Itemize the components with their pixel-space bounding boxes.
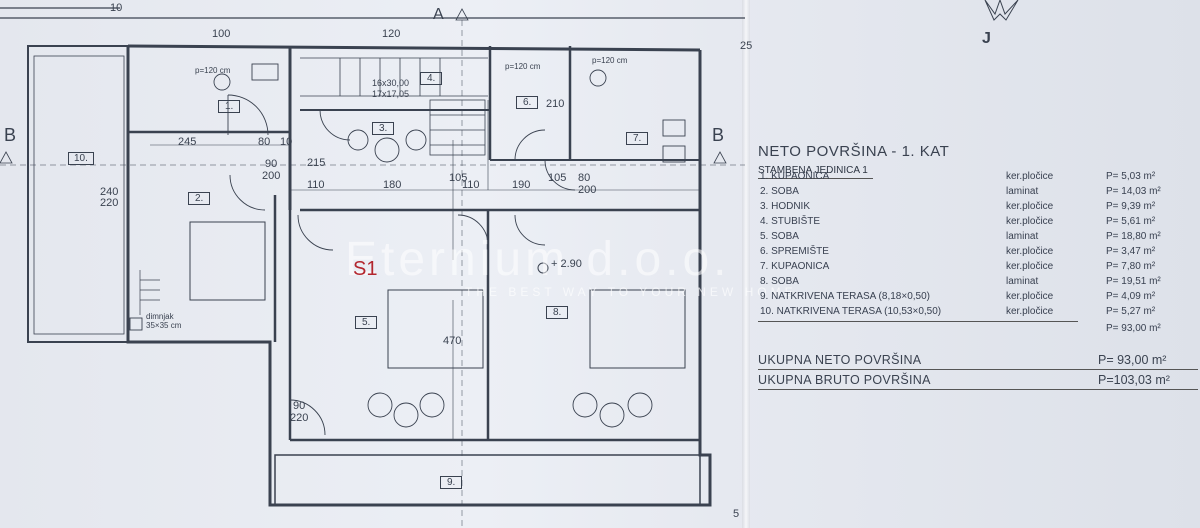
chimney-size: 35×35 cm (146, 321, 182, 330)
dim-200-door-2: 200 (262, 170, 281, 182)
north-label: J (982, 30, 991, 47)
shower-note-3: p=120 cm (592, 56, 628, 65)
dim-lines (150, 100, 700, 440)
room-7-label: 7. (626, 132, 649, 145)
dim-80-door: 80 (578, 172, 591, 184)
total-bruto-label: UKUPNA BRUTO POVRŠINA (758, 373, 931, 387)
bed-room2 (189, 221, 266, 301)
dim-220: 220 (100, 197, 119, 209)
total-bruto-value: P=103,03 m² (1098, 373, 1170, 387)
section-b-right-marker (713, 151, 727, 164)
room-3-label: 3. (372, 122, 395, 135)
shower-note-1: p=120 cm (195, 66, 231, 75)
dim-100-top: 100 (212, 28, 231, 40)
dim-110b: 110 (462, 179, 480, 191)
watermark-slogan: THE BEST WAY TO YOUR NEW HOME (465, 285, 797, 299)
outer-wall-top (127, 44, 701, 52)
legend-unit-rule (758, 178, 873, 179)
dim-110: 110 (307, 179, 325, 191)
room-4-label: 4. (420, 72, 443, 85)
legend-row: 9. NATKRIVENA TERASA (8,18×0,50)ker.ploč… (760, 291, 1156, 302)
dim-180: 180 (383, 179, 402, 191)
section-a-label: A (433, 6, 444, 23)
dim-200-door: 200 (578, 184, 597, 196)
section-b-left-marker (0, 151, 13, 164)
dim-105b: 105 (548, 172, 567, 184)
dim-90-door-2: 90 (293, 400, 306, 412)
room-10-label: 10. (68, 152, 94, 165)
dim-470: 470 (443, 335, 462, 347)
room-6-label: 6. (516, 96, 539, 109)
total-bruto-rule (758, 389, 1198, 390)
dim-120-top: 120 (382, 28, 401, 40)
legend-subtotal: P= 93,00 m² (1106, 323, 1161, 334)
legend-total-rule (758, 321, 1078, 322)
section-b-left-label: B (4, 125, 17, 145)
room-2-label: 2. (188, 192, 211, 205)
dim-80: 80 (258, 136, 271, 148)
dim-215: 215 (307, 157, 326, 169)
terrace-9-outline (274, 454, 701, 506)
legend-subtotal-row: P= 93,00 m² (758, 323, 1198, 338)
dim-5-right: 5 (733, 508, 740, 520)
total-neto-value: P= 93,00 m² (1098, 353, 1167, 367)
legend-unit: STAMBENA JEDINICA 1 (758, 165, 868, 176)
dim-220-door: 220 (290, 412, 309, 424)
dim-190: 190 (512, 179, 531, 191)
north-arrow-icon (984, 0, 1019, 21)
chimney-label: dimnjak (146, 312, 174, 321)
unit-tag: S1 (353, 258, 378, 280)
dim-25-right: 25 (740, 40, 753, 52)
section-b-right-label: B (712, 125, 725, 145)
stair-note-2: 17x17,05 (372, 89, 410, 99)
furniture (129, 63, 686, 428)
dim-10: 10 (280, 136, 293, 148)
dim-90-door: 90 (265, 158, 278, 170)
door-swings (227, 94, 576, 436)
legend-row: 10. NATKRIVENA TERASA (10,53×0,50)ker.pl… (760, 306, 1156, 317)
dim-10-top: 10 (110, 2, 123, 14)
stair-left (139, 270, 160, 315)
terrace-10-inner (33, 55, 125, 335)
dim-240: 240 (100, 186, 119, 198)
level-marker-icon (537, 262, 549, 274)
total-neto-label: UKUPNA NETO POVRŠINA (758, 353, 922, 367)
shower-note-2: p=120 cm (505, 62, 541, 71)
room-5-label: 5. (355, 316, 378, 329)
paper-fold (742, 0, 750, 528)
room-8-label: 8. (546, 306, 569, 319)
legend-title: NETO POVRŠINA - 1. KAT (758, 143, 950, 160)
total-neto-rule (758, 369, 1198, 370)
dim-105a: 105 (449, 172, 468, 184)
dim-210: 210 (546, 98, 565, 110)
room-1-label: 1. (218, 100, 241, 113)
stair-note-1: 16x30,00 (372, 78, 410, 88)
watermark-brand: Eternium d.o.o. (345, 233, 731, 286)
room-9-label: 9. (440, 476, 463, 489)
bed-room5 (387, 289, 484, 369)
bed-room8 (589, 289, 686, 369)
level-label: + 2.90 (551, 258, 582, 270)
dim-245: 245 (178, 136, 197, 148)
